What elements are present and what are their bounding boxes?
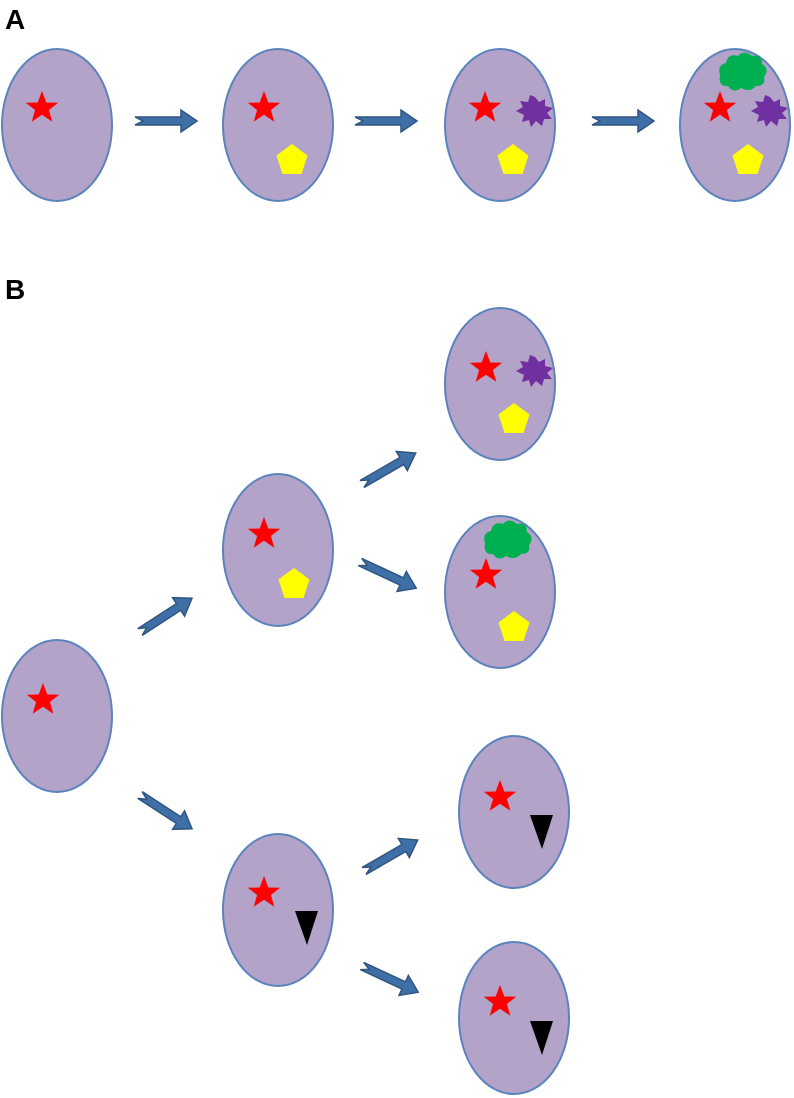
arrow-down-right-icon (356, 955, 424, 1003)
arrow-right-icon (354, 109, 418, 133)
cell-a1 (1, 48, 113, 202)
arrow-down-right-icon (354, 551, 422, 599)
arrow-down-right-icon (133, 785, 199, 839)
arrow-up-right-icon (357, 829, 424, 882)
arrow-right-icon (591, 109, 655, 133)
panel-b (1, 307, 570, 1095)
cell-b-upper (222, 473, 334, 627)
arrow-up-right-icon (355, 442, 422, 495)
cell-b-leaf-4 (458, 941, 570, 1095)
panel-b-label: B (5, 274, 26, 305)
cell-b-leaf-2 (444, 515, 556, 669)
cell-b-lower (222, 833, 334, 987)
panel-a-label: A (5, 4, 26, 35)
cell-b-root (1, 639, 113, 793)
cell-a2 (222, 48, 334, 202)
arrow-up-right-icon (133, 588, 199, 642)
panel-a (1, 48, 791, 202)
cell-b-leaf-3 (458, 735, 570, 889)
cell-a3 (444, 48, 556, 202)
cell-a4 (679, 48, 791, 202)
arrow-right-icon (134, 109, 198, 133)
cell-b-leaf-1 (444, 307, 556, 461)
